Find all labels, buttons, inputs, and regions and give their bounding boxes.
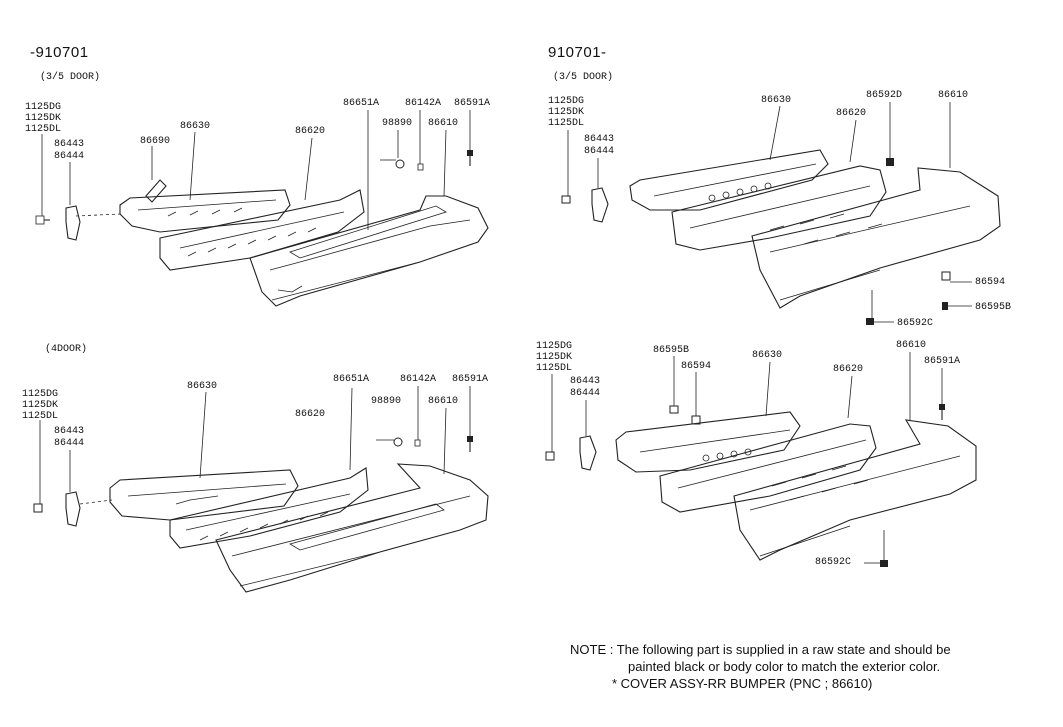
panel2-bolt-1125dl: 1125DL	[548, 118, 585, 129]
panel2-fasteners-icon	[866, 271, 972, 325]
panel3-label-86630: 86630	[187, 381, 218, 392]
panel1-drawing	[35, 110, 489, 307]
panel4-label-86620: 86620	[833, 364, 864, 375]
panel3-label-86620: 86620	[295, 409, 326, 420]
panel4-fasteners-top-icon	[669, 356, 701, 425]
panel2-bolt-icon	[561, 130, 571, 204]
panel4-bolt-icon	[545, 374, 555, 461]
panel1-label-86690: 86690	[140, 136, 171, 147]
panel1-bracket-86444: 86444	[54, 151, 85, 162]
panel1-label-86630: 86630	[180, 121, 211, 132]
panel1-bolt-1125dk: 1125DK	[25, 113, 62, 124]
panel3-beam-86630	[109, 391, 299, 521]
panel1-label-86620: 86620	[295, 126, 326, 137]
panel2-label-86620: 86620	[836, 108, 867, 119]
panel4-clip-86592c-icon	[864, 530, 888, 567]
panel3-label-86610: 86610	[428, 396, 459, 407]
panel4-bracket-icon	[579, 400, 597, 471]
panel3-bolt-icon	[33, 420, 43, 513]
panel3-clips-icon	[376, 386, 421, 447]
panel3-bolt-1125dg: 1125DG	[22, 389, 59, 400]
panel1-bolt-1125dl: 1125DL	[25, 124, 62, 135]
panel4-label-86610: 86610	[896, 340, 927, 351]
panel2-label-86630: 86630	[761, 95, 792, 106]
panel1-clip-86690-icon	[145, 146, 167, 203]
panel2-heading: 910701-	[548, 44, 607, 61]
panel3-label-86142a: 86142A	[400, 374, 437, 385]
panel2-bolt-1125dg: 1125DG	[548, 96, 585, 107]
panel4-bolt-1125dk: 1125DK	[536, 352, 573, 363]
panel2-label-86594: 86594	[975, 277, 1006, 288]
panel1-label-86610: 86610	[428, 118, 459, 129]
panel3-label-86651a: 86651A	[333, 374, 370, 385]
panel1-bracket-86443: 86443	[54, 139, 85, 150]
panel1-clips-icon	[380, 110, 424, 171]
panel2-beam-86630	[629, 105, 829, 211]
panel4-label-86594: 86594	[681, 361, 712, 372]
panel2-bracket-86443: 86443	[584, 134, 615, 145]
panel4-bolt-1125dg: 1125DG	[536, 341, 573, 352]
panel3-bolt-1125dl: 1125DL	[22, 411, 59, 422]
panel1-heading: -910701	[30, 44, 89, 61]
panel4-bracket-86444: 86444	[570, 388, 601, 399]
panel2-absorber-86620	[671, 119, 887, 251]
panel2-label-86592c: 86592C	[897, 318, 934, 329]
panel1-cover-86610	[249, 129, 489, 307]
panel1-bolt-icon	[35, 134, 50, 225]
panel2-bolt-1125dk: 1125DK	[548, 107, 585, 118]
panel3-bracket-86444: 86444	[54, 438, 85, 449]
note-line-2: painted black or body color to match the…	[628, 659, 941, 674]
panel1-label-86591a: 86591A	[454, 98, 491, 109]
panel4-label-86592c: 86592C	[815, 557, 852, 568]
panel4-label-86630: 86630	[752, 350, 783, 361]
panel3-absorber-86620	[169, 387, 369, 549]
panel1-label-86651a: 86651A	[343, 98, 380, 109]
panel4-cover-86610	[733, 352, 977, 561]
panel4-bolt-1125dl: 1125DL	[536, 363, 573, 374]
panel1-label-98890: 98890	[382, 118, 413, 129]
panel2-clip-86592d-icon	[886, 102, 894, 166]
note-line-1: NOTE : The following part is supplied in…	[570, 642, 951, 657]
panel2-label-86610: 86610	[938, 90, 969, 101]
panel4-beam-86630	[615, 361, 801, 473]
panel1-beam-86630	[119, 131, 291, 233]
panel3-label-98890: 98890	[371, 396, 402, 407]
panel4-absorber-86620	[659, 375, 877, 513]
panel1-bracket-icon	[65, 162, 121, 241]
panel1-bolt-1125dg: 1125DG	[25, 102, 62, 113]
panel4-drawing	[545, 352, 977, 567]
panel3-bracket-86443: 86443	[54, 426, 85, 437]
panel3-label-86591a: 86591A	[452, 374, 489, 385]
panel3-drawing	[33, 386, 489, 593]
panel2-cover-86610	[751, 102, 1001, 309]
panel4-label-86591a: 86591A	[924, 356, 961, 367]
panel1-absorber-86620	[159, 137, 365, 271]
panel1-subheading: (3/5 DOOR)	[40, 72, 101, 83]
panel4-screw-86591a-icon	[939, 368, 945, 420]
panel3-cover-86610	[215, 407, 489, 593]
panel2-bracket-86444: 86444	[584, 146, 615, 157]
panel3-screw-86591a-icon	[467, 386, 473, 452]
panel1-label-86142a: 86142A	[405, 98, 442, 109]
panel3-bolt-1125dk: 1125DK	[22, 400, 59, 411]
panel4-label-86595b: 86595B	[653, 345, 690, 356]
panel2-label-86595b: 86595B	[975, 302, 1012, 313]
panel2-bracket-icon	[591, 158, 609, 223]
panel2-subheading: (3/5 DOOR)	[553, 72, 614, 83]
panel1-screw-86591a-icon	[467, 110, 473, 166]
panel3-subheading: (4DOOR)	[45, 344, 88, 355]
panel2-label-86592d: 86592D	[866, 90, 903, 101]
panel2-drawing	[561, 102, 1001, 325]
note-line-3: * COVER ASSY-RR BUMPER (PNC ; 86610)	[612, 676, 873, 691]
panel4-bracket-86443: 86443	[570, 376, 601, 387]
panel3-bracket-icon	[65, 450, 113, 527]
